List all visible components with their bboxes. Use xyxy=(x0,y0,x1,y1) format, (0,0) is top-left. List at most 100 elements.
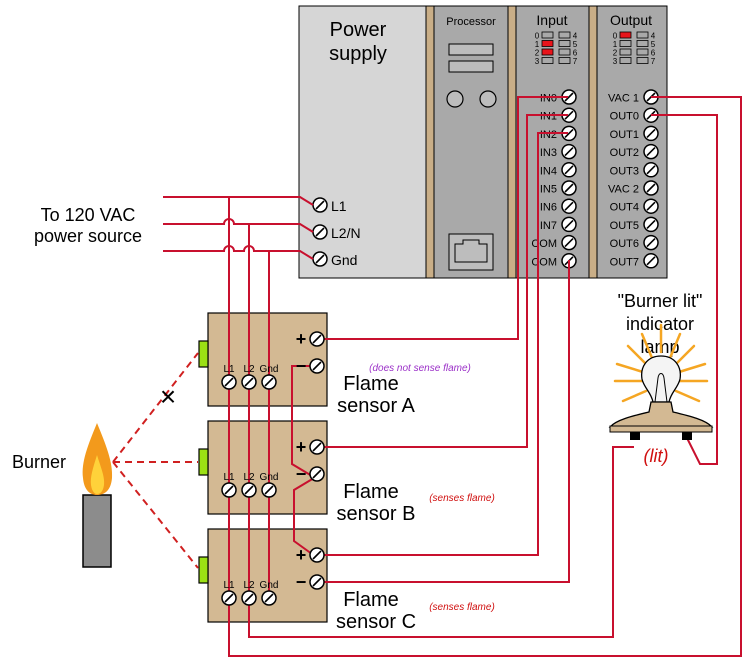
input-led-label-1: 1 xyxy=(535,40,540,49)
lamp-bulb xyxy=(641,355,681,403)
power-supply-title-line2: supply xyxy=(329,43,387,65)
input-terminal-com-8[interactable] xyxy=(561,234,577,251)
sensor-a-plus-sign: + xyxy=(296,329,307,349)
processor-title: Processor xyxy=(446,16,496,28)
sensor-c-terminal-plus[interactable] xyxy=(309,547,325,563)
sensor-b-terminal-l1[interactable] xyxy=(221,482,237,498)
input-led-label-3: 3 xyxy=(535,57,540,66)
output-led-label-7: 7 xyxy=(651,57,656,66)
sensor-b-terminal-minus[interactable] xyxy=(309,466,325,482)
sensor-a-minus-sign: − xyxy=(296,356,307,376)
output-terminal-label-out7-9: OUT7 xyxy=(610,256,639,268)
sensor-b-terminal-label-l1: L1 xyxy=(223,472,235,483)
sensor-b-terminal-l2[interactable] xyxy=(241,482,257,498)
flame-sight-lines: × xyxy=(112,352,199,569)
input-led-3 xyxy=(541,57,554,64)
wire-out0-to-lamp xyxy=(651,114,718,465)
output-terminal-out5-7[interactable] xyxy=(643,216,659,233)
wire-link-a-minus-to-b-minus xyxy=(291,365,317,477)
input-led-label-7: 7 xyxy=(573,57,578,66)
output-terminal-vac2-5[interactable] xyxy=(643,180,659,196)
lamp-socket-base xyxy=(609,425,713,433)
processor-key-left xyxy=(446,90,464,108)
sensor-b-body xyxy=(207,420,328,515)
sensor-c-terminal-minus[interactable] xyxy=(309,574,325,590)
wire-source-l2n xyxy=(163,218,314,233)
output-terminal-out3-4[interactable] xyxy=(643,162,659,178)
power-source-label-line1: To 120 VAC xyxy=(41,205,136,225)
output-terminal-out6-8[interactable] xyxy=(643,234,659,251)
sensor-b-name-line1: Flame xyxy=(343,481,399,503)
sensor-a-terminal-l1[interactable] xyxy=(221,374,237,390)
lamp-socket xyxy=(608,401,714,428)
wire-com-return xyxy=(317,260,570,583)
input-terminal-label-in0-0: IN0 xyxy=(540,93,557,105)
output-led-6 xyxy=(636,48,649,56)
input-terminal-label-in7-7: IN7 xyxy=(540,220,557,232)
processor-rj45-port[interactable] xyxy=(448,233,494,271)
sensor-b-terminal-gnd[interactable] xyxy=(261,482,277,498)
sensor-c-terminal-label-l2: L2 xyxy=(243,580,255,591)
output-led-label-1: 1 xyxy=(613,40,618,49)
input-terminal-label-com-8: COM xyxy=(531,238,557,250)
input-led-0 xyxy=(541,31,554,39)
output-terminal-label-out1-2: OUT1 xyxy=(610,129,639,141)
input-terminal-in0-0[interactable] xyxy=(561,89,577,105)
power-supply-title-line1: Power xyxy=(330,19,387,41)
terminal-ps-l2n[interactable] xyxy=(312,224,328,240)
indicator-lamp[interactable]: "Burner lit" indicator lamp (lit) xyxy=(608,291,714,466)
terminal-ps-gnd[interactable] xyxy=(312,251,328,267)
sight-line-sensor-a xyxy=(112,352,199,463)
sensor-c-terminal-gnd[interactable] xyxy=(261,590,277,606)
wire-bus-l2 xyxy=(248,224,634,638)
sensor-a-terminal-plus[interactable] xyxy=(309,331,325,347)
burner-pipe xyxy=(82,494,112,568)
lamp-label-line1: "Burner lit" xyxy=(618,291,703,311)
input-led-label-4: 4 xyxy=(573,32,578,41)
lamp-label-line2: indicator xyxy=(626,314,694,334)
sensor-c-terminal-l1[interactable] xyxy=(221,590,237,606)
processor-module: Processor xyxy=(433,5,509,279)
input-terminal-in4-4[interactable] xyxy=(561,162,577,178)
input-terminal-label-com-9: COM xyxy=(531,256,557,268)
input-led-1 xyxy=(541,40,554,47)
output-terminal-label-vac2-5: VAC 2 xyxy=(608,184,639,196)
output-title: Output xyxy=(610,12,652,28)
output-terminal-out4-6[interactable] xyxy=(643,198,659,214)
output-terminal-out1-2[interactable] xyxy=(643,125,659,142)
sensor-a-terminal-gnd[interactable] xyxy=(261,374,277,390)
sensor-c-minus-sign: − xyxy=(296,572,307,592)
burner: Burner xyxy=(12,423,113,568)
sensor-b-note: (senses flame) xyxy=(429,493,495,504)
input-terminal-label-in5-5: IN5 xyxy=(540,184,557,196)
lamp-terminal-right xyxy=(682,432,692,440)
output-led-label-6: 6 xyxy=(651,49,656,58)
input-terminal-in7-7[interactable] xyxy=(561,216,577,233)
terminal-ps-l1-label: L1 xyxy=(331,198,347,214)
output-led-2 xyxy=(619,48,632,56)
sensor-c-note: (senses flame) xyxy=(429,602,495,613)
output-terminal-out2-3[interactable] xyxy=(643,143,659,160)
output-terminal-label-out4-6: OUT4 xyxy=(610,202,639,214)
terminal-ps-l1[interactable] xyxy=(312,197,328,213)
sensor-c-terminal-label-gnd: Gnd xyxy=(260,580,279,591)
sensor-c-terminal-l2[interactable] xyxy=(241,590,257,606)
input-terminal-in3-3[interactable] xyxy=(561,143,577,160)
input-title: Input xyxy=(536,12,567,28)
input-terminal-label-in2-2: IN2 xyxy=(540,129,557,141)
sensor-b-terminal-plus[interactable] xyxy=(309,439,325,455)
power-supply-module: Power supply L1 L2/N Gnd xyxy=(298,5,427,279)
input-terminal-in6-6[interactable] xyxy=(561,198,577,214)
lamp-filament xyxy=(654,373,668,403)
output-terminal-out7-9[interactable] xyxy=(643,253,659,269)
sensor-a-terminal-l2[interactable] xyxy=(241,374,257,390)
lamp-glow-rays xyxy=(613,323,709,404)
input-led-label-0: 0 xyxy=(535,32,540,41)
sensor-a-terminal-minus[interactable] xyxy=(309,358,325,374)
processor-slot-bottom xyxy=(448,60,494,73)
terminal-ps-gnd-label: Gnd xyxy=(331,252,357,268)
input-terminal-in5-5[interactable] xyxy=(561,180,577,196)
